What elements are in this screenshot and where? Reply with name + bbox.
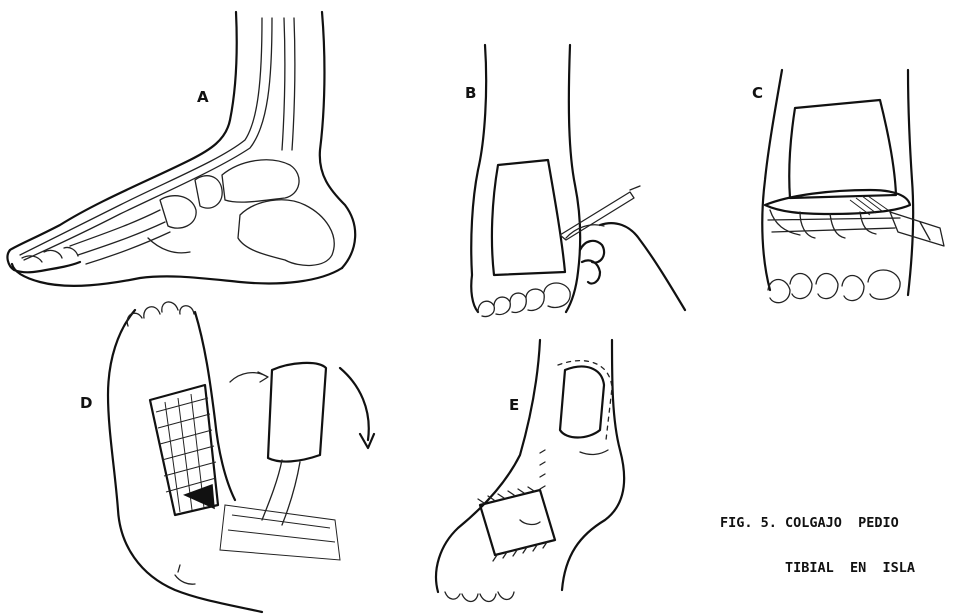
graft-outline-lower xyxy=(480,490,555,555)
panel-d-flap-transfer xyxy=(108,302,374,612)
arch-curve xyxy=(148,238,190,253)
rotation-arrow-right xyxy=(340,368,374,448)
toes-e xyxy=(445,592,514,602)
ankle-lines-e xyxy=(520,450,608,524)
cuneiform-bone xyxy=(160,196,196,228)
navicular-bone xyxy=(195,176,222,208)
suture-upper xyxy=(558,361,612,440)
talus-bone xyxy=(222,160,299,202)
toes-d xyxy=(127,302,194,326)
leg-front-outline xyxy=(10,12,237,250)
toes-c xyxy=(768,270,900,303)
pedicle-stalk xyxy=(262,460,300,525)
leg-left-outline-c xyxy=(762,70,782,290)
calcaneus-bone xyxy=(238,200,334,266)
toes-b xyxy=(478,283,570,317)
donor-area-hatch xyxy=(220,505,340,560)
flap-outline-b xyxy=(492,160,565,275)
fibula-line-1 xyxy=(282,18,285,150)
caption-line-1: FIG. 5. COLGAJO PEDIO xyxy=(720,516,950,531)
leg-right-outline-c xyxy=(908,70,913,295)
leg-right-outline xyxy=(566,45,580,312)
panel-label-c: C xyxy=(752,84,763,102)
toes-outline xyxy=(7,250,80,272)
panel-b-foot-anterior xyxy=(471,45,685,317)
metatarsal-1 xyxy=(70,210,160,246)
panel-label-a: A xyxy=(197,88,209,106)
fibula-line-2 xyxy=(292,18,295,150)
pedicle-card xyxy=(268,363,326,462)
lifted-flap-edge xyxy=(765,190,910,214)
panel-c-flap-elevation xyxy=(762,70,944,303)
panel-label-b: B xyxy=(465,84,476,102)
panel-e-result xyxy=(436,340,624,602)
graft-outline-upper xyxy=(560,366,604,437)
panel-label-d: D xyxy=(80,394,92,412)
leg-back-outline xyxy=(320,12,355,268)
panel-label-e: E xyxy=(509,396,519,414)
rotation-arrow-top xyxy=(230,372,268,382)
panel-a-foot-lateral xyxy=(7,12,355,286)
caption-line-2: TIBIAL EN ISLA xyxy=(720,561,950,576)
foot-outline-d xyxy=(108,310,262,612)
hand-b xyxy=(580,223,685,310)
retractor xyxy=(890,212,944,246)
figure-caption: FIG. 5. COLGAJO PEDIO TIBIAL EN ISLA xyxy=(720,486,950,591)
heel-marks xyxy=(175,565,195,584)
leg-right-outline-e xyxy=(562,340,624,590)
leg-left-outline-e xyxy=(436,340,540,592)
flap-outline-c xyxy=(789,100,896,198)
